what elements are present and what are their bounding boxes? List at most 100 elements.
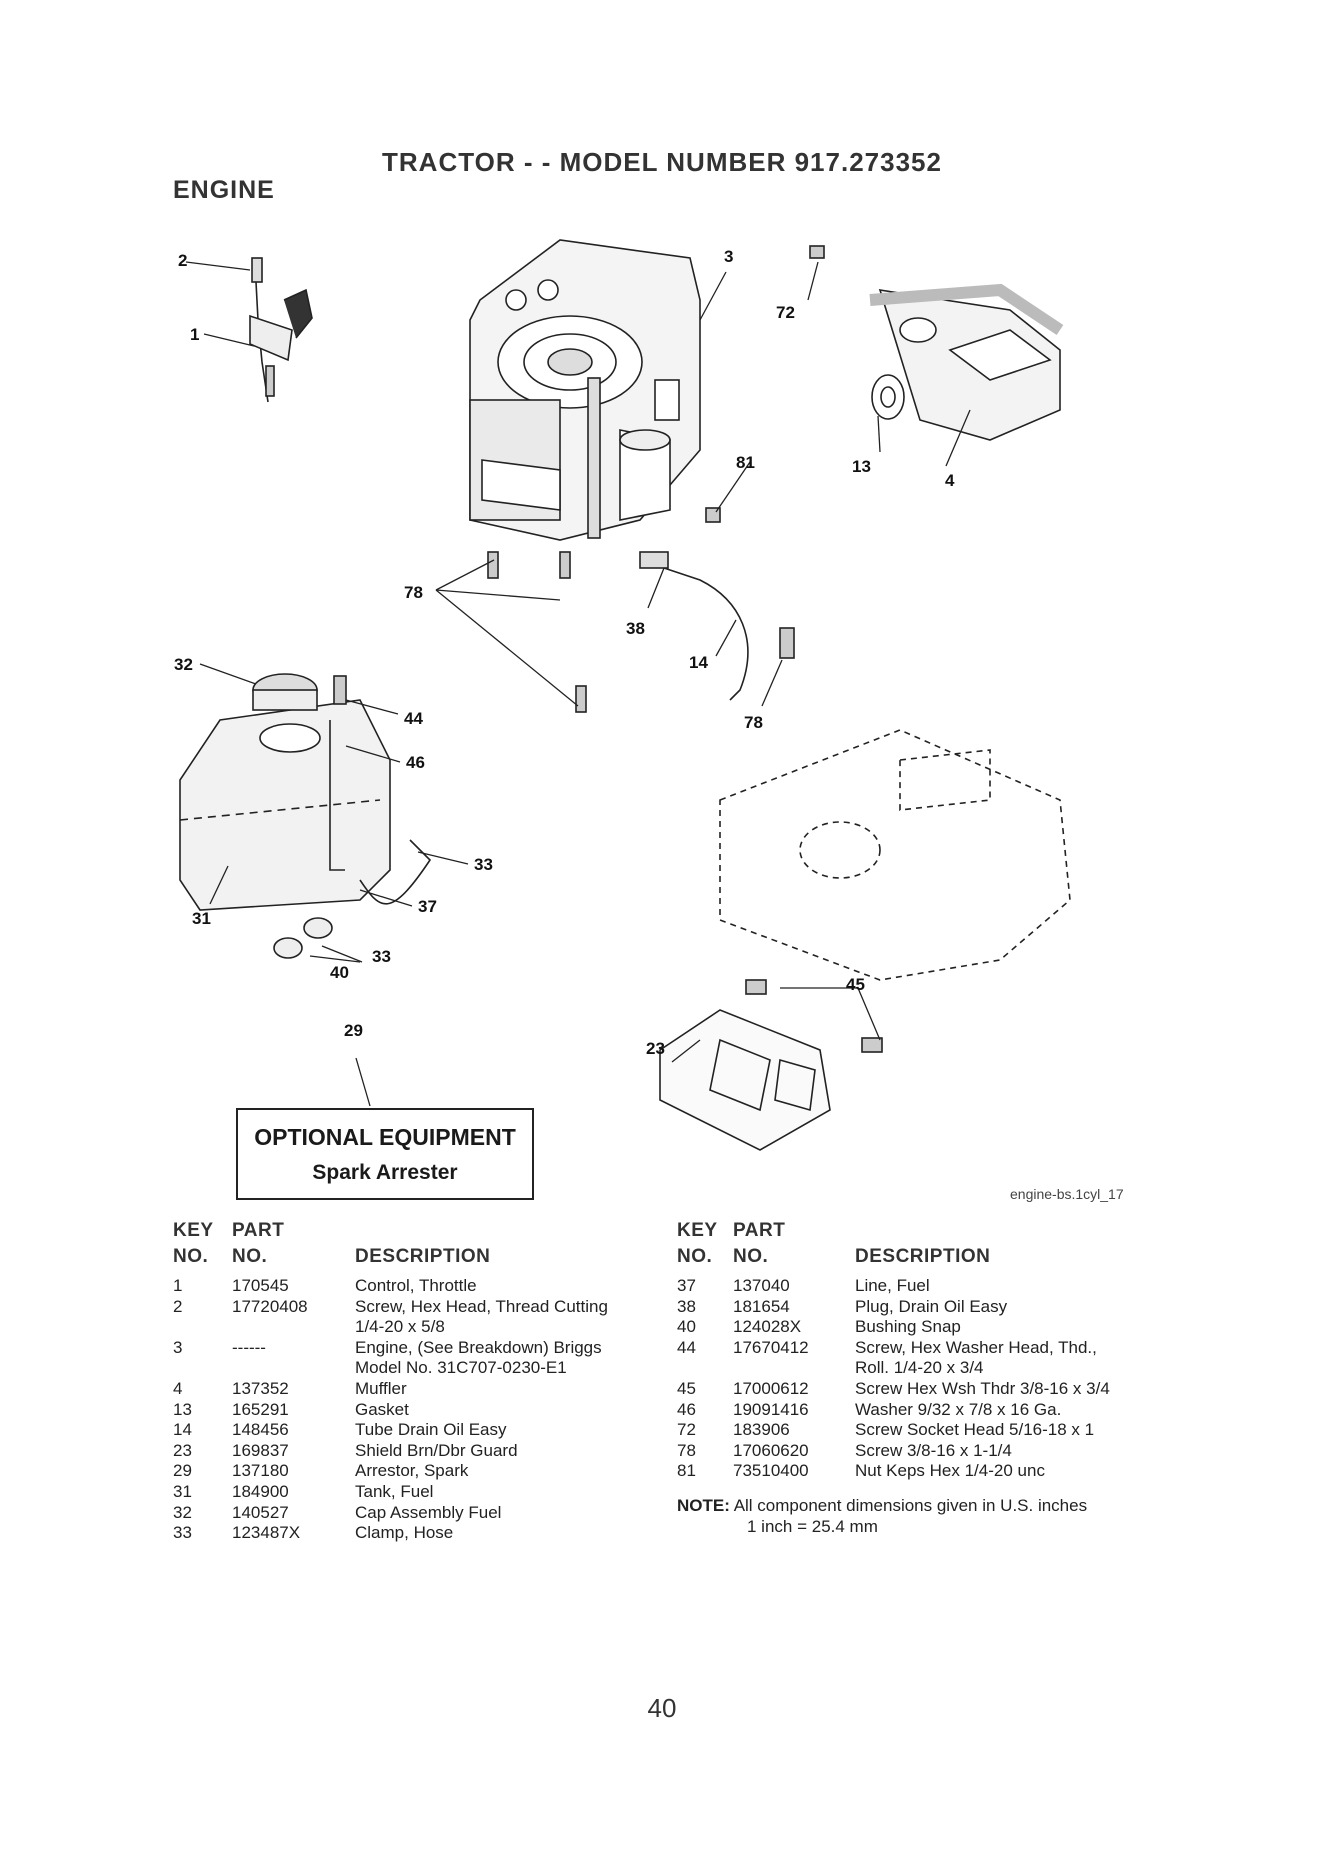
callout-3: 3 xyxy=(724,247,733,266)
parts-part-no: 184900 xyxy=(232,1482,289,1501)
right-description-header: DESCRIPTION xyxy=(855,1246,991,1267)
callout-72: 72 xyxy=(776,303,795,322)
parts-row: 2 17720408 Screw, Hex Head, Thread Cutting… xyxy=(173,1297,653,1338)
muffler-drawing xyxy=(809,245,1064,441)
optional-equipment-item: Spark Arrester xyxy=(312,1161,458,1184)
parts-description: 1/4-20 x 5/8 xyxy=(355,1317,445,1337)
parts-row: 31 184900 Tank, Fuel xyxy=(173,1482,653,1503)
note-label: NOTE: xyxy=(677,1496,730,1515)
parts-part-no: 137180 xyxy=(232,1461,289,1481)
parts-description: Screw, Hex Head, Thread Cutting xyxy=(355,1296,608,1316)
callout-40: 40 xyxy=(330,963,349,982)
parts-key-no: 29 xyxy=(173,1461,192,1481)
parts-key-no: 23 xyxy=(173,1440,192,1460)
parts-description: Clamp, Hose xyxy=(355,1523,454,1543)
parts-description: Muffler xyxy=(355,1379,407,1398)
parts-description: Washer 9/32 x 7/8 x 16 Ga. xyxy=(855,1399,1062,1419)
parts-part-no: 170545 xyxy=(232,1276,289,1295)
parts-description: Roll. 1/4-20 x 3/4 xyxy=(855,1358,984,1378)
optional-equipment-box: OPTIONAL EQUIPMENT Spark Arrester xyxy=(236,1108,534,1200)
throttle-control-drawing xyxy=(249,257,313,403)
parts-part-no: 19091416 xyxy=(733,1399,809,1419)
left-part-header: PART xyxy=(232,1220,285,1241)
parts-part-no: 17720408 xyxy=(232,1296,308,1316)
callout-4: 4 xyxy=(945,471,955,490)
parts-key-no: 81 xyxy=(677,1461,696,1481)
leader-lines xyxy=(185,261,971,1107)
callout-31: 31 xyxy=(192,909,211,928)
parts-part-no: 124028X xyxy=(733,1317,802,1337)
mounting-plate-drawing xyxy=(719,729,1071,981)
callout-78-left: 78 xyxy=(404,583,423,602)
parts-key-no: 72 xyxy=(677,1420,696,1440)
parts-key-no: 2 xyxy=(173,1296,183,1316)
callout-46: 46 xyxy=(406,753,425,772)
parts-description: Gasket xyxy=(355,1399,409,1419)
parts-key-no: 13 xyxy=(173,1399,192,1419)
parts-part-no: 148456 xyxy=(232,1420,289,1440)
parts-key-no: 44 xyxy=(677,1337,696,1357)
left-part-no-header: NO. xyxy=(232,1246,268,1267)
parts-part-no: 123487X xyxy=(232,1523,301,1543)
parts-key-no: 4 xyxy=(173,1379,183,1398)
parts-part-no: 17000612 xyxy=(733,1379,809,1398)
parts-description: Screw, Hex Washer Head, Thd., xyxy=(855,1337,1097,1357)
callout-labels: 2 1 3 72 81 13 4 78 38 14 78 32 44 46 33… xyxy=(174,247,955,1058)
parts-key-no: 3 xyxy=(173,1337,183,1357)
parts-description: Arrestor, Spark xyxy=(355,1461,469,1481)
callout-38: 38 xyxy=(626,619,645,638)
engine-drawing xyxy=(469,239,701,541)
callout-1: 1 xyxy=(190,325,199,344)
parts-description: Tank, Fuel xyxy=(355,1482,434,1501)
parts-key-no: 37 xyxy=(677,1276,696,1295)
fuel-tank-drawing xyxy=(179,673,432,959)
note-line-2: 1 inch = 25.4 mm xyxy=(747,1517,878,1536)
callout-2: 2 xyxy=(178,251,187,270)
callout-44: 44 xyxy=(404,709,423,728)
callout-78-right: 78 xyxy=(744,713,763,732)
right-part-header: PART xyxy=(733,1220,786,1241)
parts-part-no: 137040 xyxy=(733,1276,790,1295)
parts-part-no: ------ xyxy=(232,1337,266,1357)
parts-description: Tube Drain Oil Easy xyxy=(355,1420,507,1440)
parts-row: 4 137352 Muffler xyxy=(173,1379,653,1400)
parts-description: Shield Brn/Dbr Guard xyxy=(355,1440,518,1460)
page-title: TRACTOR - - MODEL NUMBER 917.273352 xyxy=(382,147,942,177)
parts-part-no: 17670412 xyxy=(733,1337,809,1357)
parts-row: 72 183906 Screw Socket Head 5/16-18 x 1 xyxy=(677,1420,1157,1441)
parts-key-no: 31 xyxy=(173,1482,192,1501)
figure-reference: engine-bs.1cyl_17 xyxy=(1010,1186,1124,1202)
shield-drawing xyxy=(659,979,883,1151)
parts-description: Screw 3/8-16 x 1-1/4 xyxy=(855,1440,1012,1460)
right-key-header: KEY xyxy=(677,1220,718,1241)
parts-description: Engine, (See Breakdown) Briggs xyxy=(355,1337,602,1357)
parts-key-no: 46 xyxy=(677,1399,696,1419)
left-key-header: KEY xyxy=(173,1220,214,1241)
parts-part-no: 183906 xyxy=(733,1420,790,1440)
right-part-no-header: NO. xyxy=(733,1246,769,1267)
callout-14: 14 xyxy=(689,653,708,672)
engine-exploded-diagram: 2 1 3 72 81 13 4 78 38 14 78 32 44 46 33… xyxy=(174,239,1071,1151)
parts-description: Screw Socket Head 5/16-18 x 1 xyxy=(855,1420,1095,1440)
callout-45: 45 xyxy=(846,975,865,994)
parts-description: Screw Hex Wsh Thdr 3/8-16 x 3/4 xyxy=(855,1379,1110,1398)
callout-13: 13 xyxy=(852,457,871,476)
parts-description: Plug, Drain Oil Easy xyxy=(855,1296,1008,1316)
callout-33-upper: 33 xyxy=(474,855,493,874)
parts-part-no: 137352 xyxy=(232,1379,289,1398)
parts-key-no: 40 xyxy=(677,1317,696,1337)
parts-key-no: 38 xyxy=(677,1296,696,1316)
callout-37: 37 xyxy=(418,897,437,916)
parts-key-no: 78 xyxy=(677,1440,696,1460)
parts-description: Nut Keps Hex 1/4-20 unc xyxy=(855,1461,1045,1481)
